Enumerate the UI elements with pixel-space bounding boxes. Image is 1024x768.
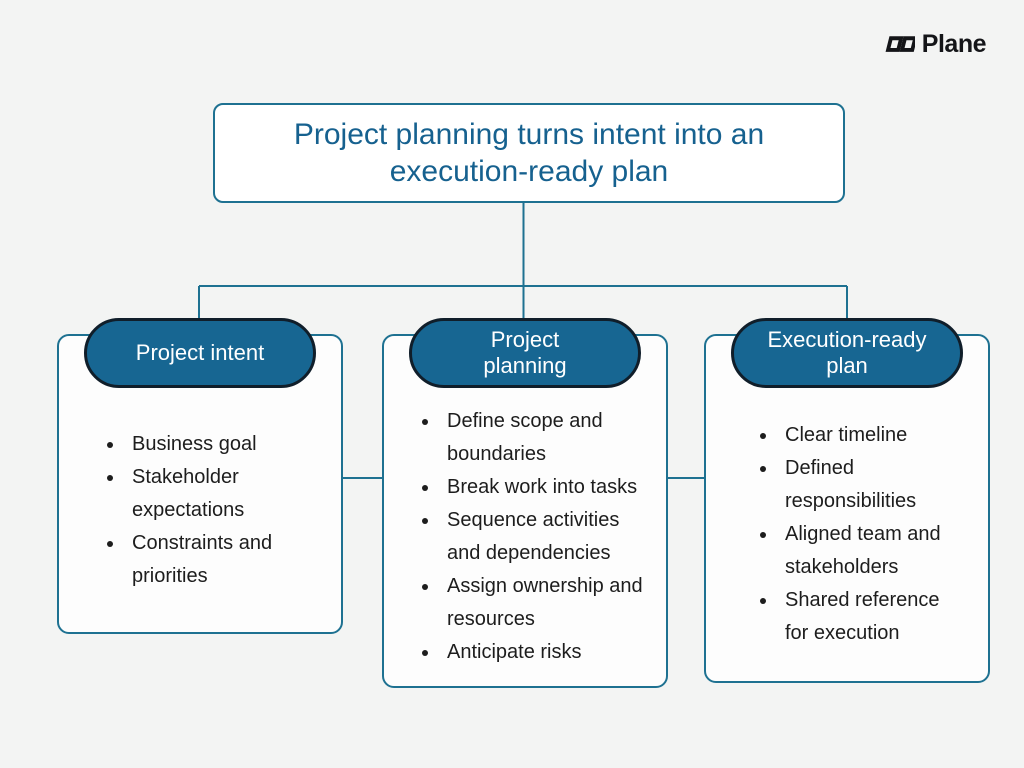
card-project-intent: Project intent Business goalStakeholder … — [57, 318, 343, 634]
list-execution-ready-plan: Clear timelineDefined responsibilitiesAl… — [752, 419, 958, 650]
list-item: Sequence activities and dependencies — [440, 504, 658, 570]
list-item: Business goal — [125, 428, 330, 461]
list-project-intent: Business goalStakeholder expectationsCon… — [99, 428, 330, 593]
list-item: Break work into tasks — [440, 471, 658, 504]
pill-execution-ready-plan: Execution-ready plan — [731, 318, 963, 388]
pill-project-planning: Project planning — [409, 318, 641, 388]
list-item: Define scope and boundaries — [440, 405, 658, 471]
brand-name: Plane — [921, 30, 987, 58]
pill-label: Project intent — [135, 340, 265, 365]
card-project-planning: Project planning Define scope and bounda… — [382, 318, 668, 688]
plane-logo-icon — [879, 31, 915, 58]
list-item: Constraints and priorities — [125, 527, 330, 593]
list-item: Shared reference for execution — [778, 584, 958, 650]
list-project-planning: Define scope and boundariesBreak work in… — [414, 405, 658, 669]
list-item: Assign ownership and resources — [440, 570, 658, 636]
list-item: Stakeholder expectations — [125, 461, 330, 527]
list-item: Aligned team and stakeholders — [778, 518, 958, 584]
title-box: Project planning turns intent into an ex… — [213, 103, 845, 203]
card-execution-ready-plan: Execution-ready plan Clear timelineDefin… — [704, 318, 990, 683]
pill-label: Project planning — [483, 327, 567, 378]
list-item: Defined responsibilities — [778, 452, 958, 518]
list-item: Anticipate risks — [440, 636, 658, 669]
pill-project-intent: Project intent — [84, 318, 316, 388]
brand-logo: Plane — [879, 30, 987, 59]
pill-label: Execution-ready plan — [767, 327, 927, 378]
diagram-title: Project planning turns intent into an ex… — [293, 118, 765, 188]
list-item: Clear timeline — [778, 419, 958, 452]
